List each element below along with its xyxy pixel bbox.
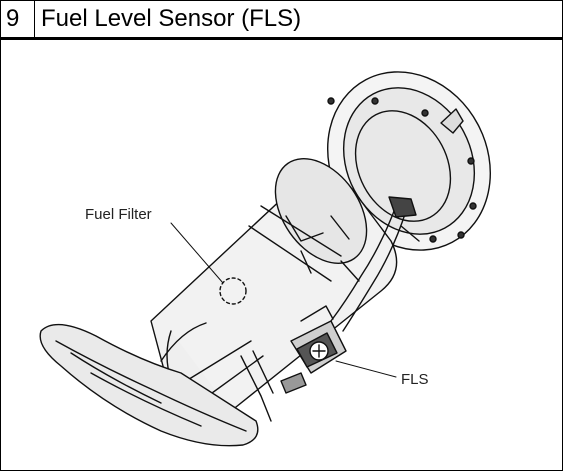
fuel-filter-leader-line — [170, 222, 224, 284]
fuel-pump-illustration: Fuel Filter FLS — [1, 40, 562, 470]
fls-leader-line — [335, 360, 397, 378]
section-number: 9 — [1, 1, 35, 37]
fuel-filter-label: Fuel Filter — [85, 206, 152, 223]
fls-label: FLS — [401, 371, 429, 388]
fls-assembly — [280, 305, 347, 394]
mounting-flange — [327, 71, 491, 251]
pump-body — [150, 158, 398, 419]
fuel-filter-marker — [219, 277, 247, 305]
section-title: Fuel Level Sensor (FLS) — [41, 5, 302, 32]
wiring-harness — [240, 196, 420, 422]
fuel-strainer — [39, 323, 259, 447]
section-header-row: 9 Fuel Level Sensor (FLS) — [1, 1, 562, 40]
